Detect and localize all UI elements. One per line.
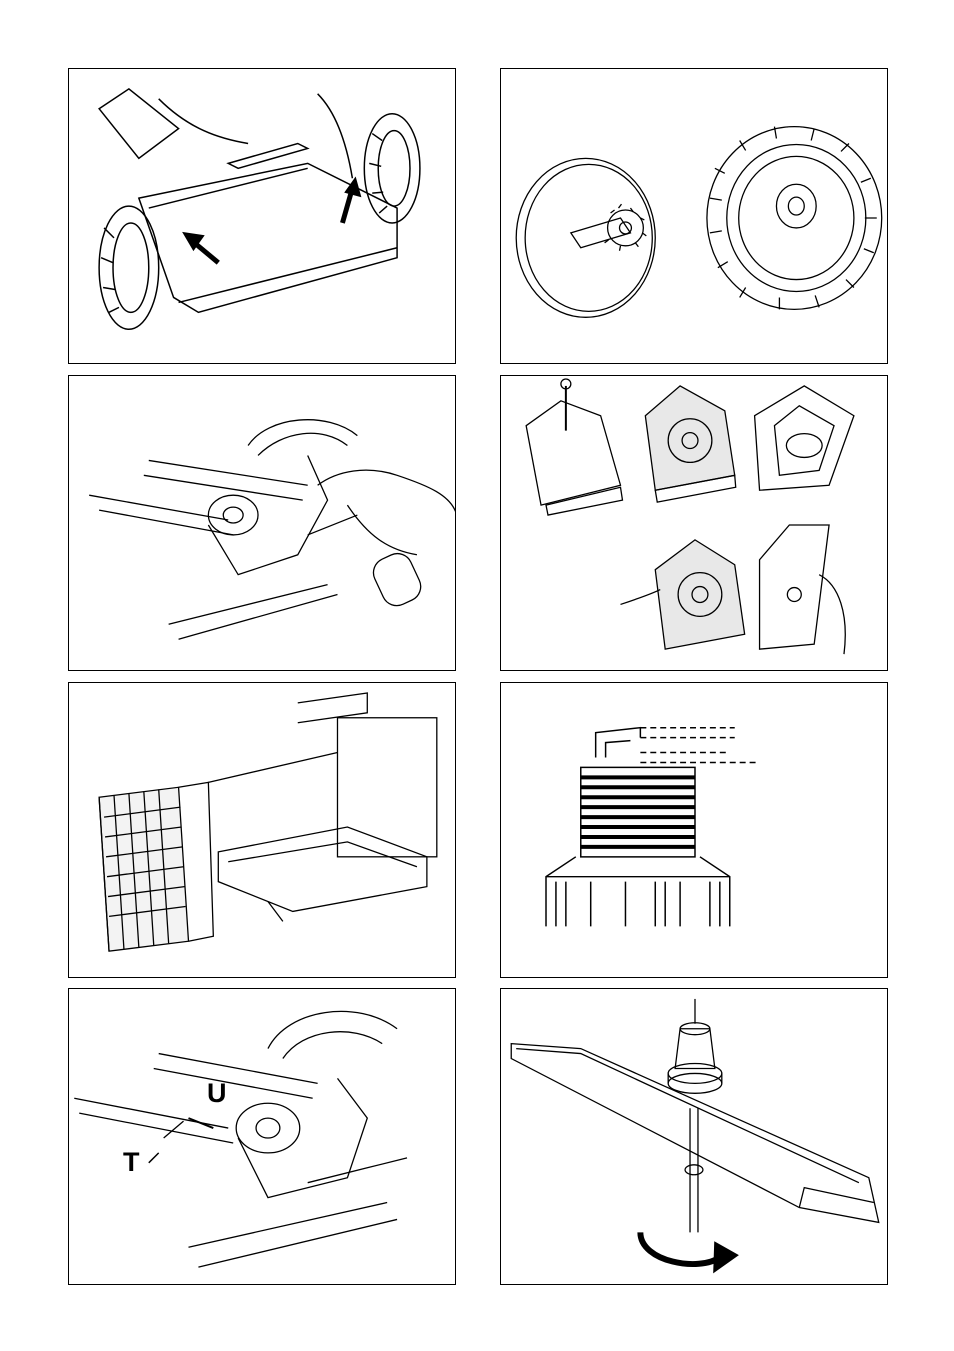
paper-air-filter-illustration [69,683,455,977]
blade-mounting-illustration [501,989,887,1284]
wheel-gear-illustration [501,69,887,363]
mower-deck-screws-illustration [69,69,455,363]
figure-belt-lubrication [68,375,456,671]
air-filter-cover-illustration [501,376,887,670]
belt-adjustment-illustration [69,989,455,1284]
spark-plug-illustration [501,683,887,977]
figure-belt-adjustment: U T [68,988,456,1285]
figure-wheel-gear [500,68,888,364]
figure-spark-plug [500,682,888,978]
figure-blade-mounting [500,988,888,1285]
figure-paper-air-filter [68,682,456,978]
belt-lubrication-illustration [69,376,455,670]
label-u: U [207,1080,227,1107]
figure-air-filter-cover [500,375,888,671]
label-t: T [123,1149,140,1176]
figure-mower-deck-screws [68,68,456,364]
